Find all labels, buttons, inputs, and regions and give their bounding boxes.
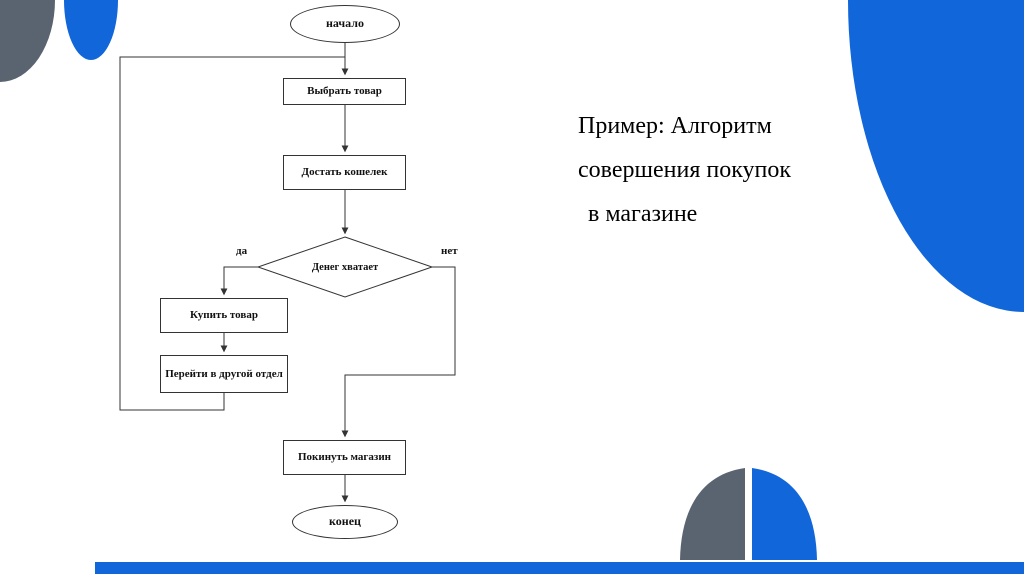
decision-diamond — [256, 236, 434, 298]
enough-money-decision: Денег хватает — [270, 259, 420, 275]
start-terminal: начало — [290, 5, 400, 43]
get-wallet-label: Достать кошелек — [301, 166, 388, 179]
bottom-right-blue-leaf — [752, 468, 817, 560]
go-other-department-step: Перейти в другой отдел — [160, 355, 288, 393]
no-branch-label: нет — [441, 245, 458, 257]
start-terminal-label: начало — [325, 16, 365, 31]
select-product-step: Выбрать товар — [283, 78, 406, 105]
go-other-department-label: Перейти в другой отдел — [165, 367, 283, 380]
top-right-blue-curve — [848, 0, 1024, 312]
top-left-blue-petal — [64, 0, 118, 60]
yes-branch-label: да — [236, 245, 248, 257]
leave-store-step: Покинуть магазин — [283, 440, 406, 475]
slide-title-line-2: совершения покупок — [578, 157, 792, 183]
connector-yes-branch — [220, 266, 258, 296]
leave-store-label: Покинуть магазин — [297, 451, 392, 464]
end-terminal: конец — [292, 505, 398, 539]
bottom-blue-bar — [95, 562, 1024, 574]
buy-product-label: Купить товар — [190, 309, 258, 322]
slide-title-line-1: Пример: Алгоритм — [578, 113, 772, 139]
corner-quarter-dark-shape — [0, 0, 55, 82]
end-terminal-label: конец — [329, 514, 361, 529]
connector-loop-back — [119, 56, 345, 411]
select-product-label: Выбрать товар — [307, 85, 382, 98]
enough-money-label: Денег хватает — [311, 261, 379, 273]
bottom-right-dark-leaf — [680, 468, 745, 560]
buy-product-step: Купить товар — [160, 298, 288, 333]
get-wallet-step: Достать кошелек — [283, 155, 406, 190]
connector-no-branch — [341, 266, 456, 438]
slide-title: Пример: Алгоритм совершения покупок в ма… — [578, 104, 791, 236]
slide-title-line-3: в магазине — [588, 201, 698, 227]
